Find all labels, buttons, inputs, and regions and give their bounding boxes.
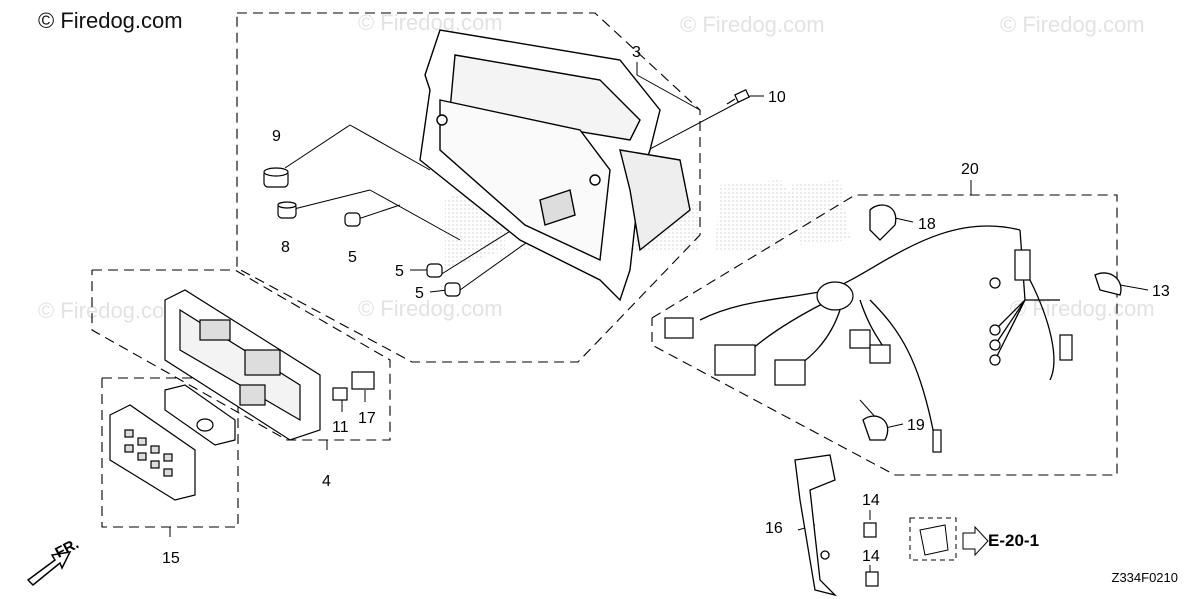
reference-label: E-20-1 [988, 531, 1040, 550]
callout-8: 8 [281, 239, 290, 256]
clamp-19 [862, 415, 889, 441]
bolt-14-lower [865, 571, 879, 587]
reference-box [909, 517, 989, 561]
arrow-right-icon [962, 525, 989, 557]
clamp-13 [1094, 272, 1122, 296]
callout-5: 5 [415, 285, 424, 302]
watermark-faint: © Firedog.com [1000, 12, 1145, 37]
callout-17: 17 [358, 410, 376, 427]
small-parts [332, 371, 375, 401]
watermark-faint: © Firedog.com [38, 298, 183, 323]
watermark-faint: © Firedog.com [358, 10, 503, 35]
callout-15: 15 [162, 550, 180, 567]
watermark-faint: © Firedog.com [358, 296, 503, 321]
collars [263, 167, 461, 297]
watermark-faint: © Firedog.com [680, 12, 825, 37]
callout-5: 5 [348, 249, 357, 266]
panel-group-outline [91, 269, 391, 441]
callout-9: 9 [272, 128, 281, 145]
leader-lines [169, 62, 1149, 575]
callout-18: 18 [918, 216, 936, 233]
fuse-11 [332, 387, 348, 401]
clamp-18 [869, 204, 897, 241]
clamps [862, 204, 1122, 441]
callout-20: 20 [961, 161, 979, 178]
front-arrow-icon [26, 551, 72, 587]
screw-10 [726, 89, 750, 105]
harness-connectors [664, 249, 1073, 453]
frame-handle [419, 29, 691, 302]
callout-14: 14 [862, 548, 880, 565]
collar-5-top [344, 212, 361, 227]
control-panel [164, 289, 321, 441]
callout-13: 13 [1152, 283, 1170, 300]
collar-9-top [263, 167, 289, 177]
callout-16: 16 [765, 520, 783, 537]
bracket-16 [794, 454, 838, 597]
callout-4: 4 [322, 473, 331, 490]
group-outlines [91, 12, 1118, 528]
callout-10: 10 [768, 89, 786, 106]
sub-panel [109, 384, 236, 501]
bolts-14 [863, 522, 879, 587]
cap-17 [351, 371, 375, 390]
callout-5: 5 [395, 263, 404, 280]
callout-11: 11 [332, 419, 349, 436]
wire-harness [699, 225, 1060, 441]
collar-5-low [444, 282, 461, 297]
watermark-main: © Firedog.com [38, 8, 183, 33]
callout-19: 19 [907, 417, 925, 434]
subpanel-group-outline [101, 377, 239, 528]
bolt-14-upper [863, 522, 877, 538]
diagram-code: Z334F0210 [1111, 570, 1179, 585]
callout-3: 3 [632, 44, 641, 61]
collar-5-mid [426, 263, 443, 278]
callout-14: 14 [862, 492, 880, 509]
